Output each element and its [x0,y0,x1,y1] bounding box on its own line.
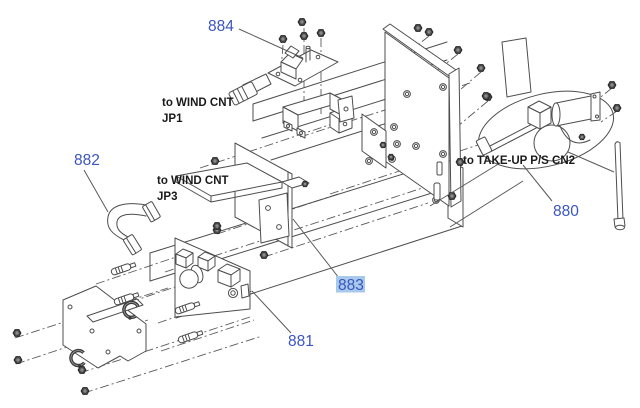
part-label-884[interactable]: 884 [208,18,234,35]
part-label-880[interactable]: 880 [553,203,579,220]
hex-screw [316,29,326,37]
panel-standoff [370,128,378,136]
annotation-wind-jp3-line1: to WIND CNT [157,175,229,187]
panel-standoff [403,90,411,98]
sensor-body [555,95,592,127]
takeup-sensor-assembly-880 [429,81,622,228]
hex-screw [77,366,87,374]
hex-screw [259,251,269,259]
highlight-box-883 [336,276,365,293]
ribbon-cable-882 [107,201,161,256]
hex-screw [379,141,387,149]
leader-line-882 [83,169,109,213]
hex-screw [301,180,309,188]
part-label-883[interactable]: 883 [338,277,364,294]
annotation-wind-jp1-line1: to WIND CNT [162,97,234,109]
cable-end [475,136,493,156]
hex-screw [453,46,463,54]
leader-line-880-rod [567,151,615,173]
leader-line-880 [522,164,553,202]
panel-standoff [393,140,401,148]
hex-screw [447,192,457,200]
hex-screw [481,92,491,100]
hex-screw [607,81,617,89]
hex-screw [387,153,395,161]
hex-screw [13,356,23,364]
pcb-bracket-assembly-883 [175,142,310,249]
part-label-882[interactable]: 882 [74,152,100,169]
hex-screw [413,24,423,32]
hex-screw [476,64,486,72]
part-label-881[interactable]: 881 [288,333,314,350]
ground-rod [613,141,626,231]
hex-screw [297,18,307,26]
panel-standoff [439,150,447,158]
hex-screw [12,329,22,337]
clamp-rail [86,298,144,323]
panel-standoff [412,142,420,150]
annotation-wind-jp3-line2: JP3 [157,191,177,203]
annotation-wind-jp1-line2: JP1 [162,113,183,125]
paper-sheet [501,37,532,98]
labels: 884 882 883 881 880 to WIND CNT JP1 to W… [74,18,579,350]
panel-standoff [390,123,398,131]
leader-line-884 [238,28,304,59]
hex-screw [578,133,586,141]
chassis-assembly-881 [149,159,464,319]
hex-screw [612,104,622,112]
hex-screw [299,32,309,40]
hex-screw [424,28,434,36]
panel-standoff [439,83,447,91]
wire-loop [533,124,571,162]
hex-screw [210,157,220,165]
rear-panel-assembly [329,23,493,208]
hex-screw [212,222,222,230]
leader-line-881 [251,290,292,334]
cable-connector [123,234,142,256]
hex-screw [80,387,90,395]
left-bracket-assembly [12,260,204,395]
standoff-spacer [110,260,137,277]
small-pcb [258,192,290,244]
annotation-takeup-cn2: to TAKE-UP P/S CN2 [463,155,575,167]
hex-screw [278,35,288,43]
panel-standoff [365,157,373,165]
leader-line-883 [292,218,340,279]
cable-connector [228,81,258,106]
leader-lines [83,28,615,334]
